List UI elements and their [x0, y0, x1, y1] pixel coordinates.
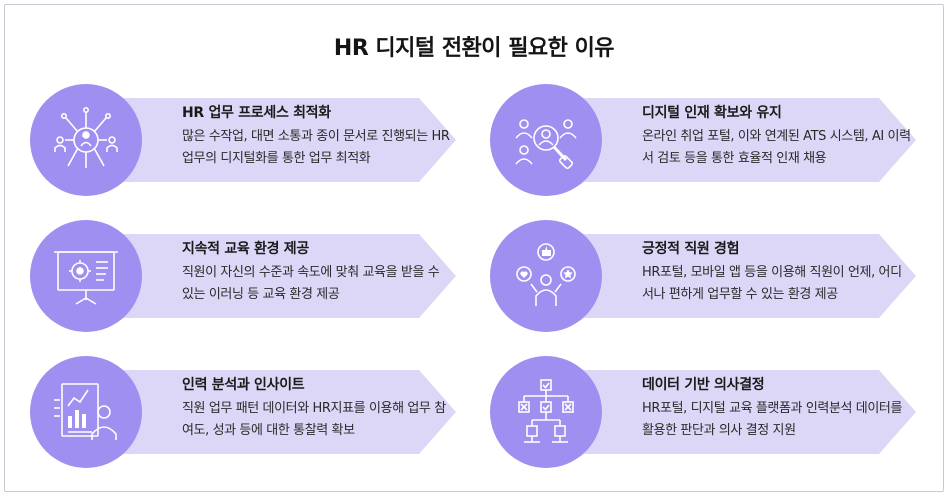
- card-icon-circle: [490, 220, 602, 332]
- card-icon-circle: [30, 220, 142, 332]
- card-icon-circle: [490, 84, 602, 196]
- card-icon-circle: [490, 356, 602, 468]
- card-band: [86, 234, 456, 318]
- card-heading: 데이터 기반 의사결정: [642, 377, 765, 393]
- card-workforce-analytics: 인력 분석과 인사이트 직원 업무 패턴 데이터와 HR지표를 이용해 업무 참…: [30, 356, 480, 468]
- network-people-icon: [54, 106, 118, 168]
- card-description: 온라인 취업 포털, 이와 연계된 ATS 시스템, AI 이력서 검토 등을 …: [642, 129, 911, 166]
- card-band: [546, 370, 916, 454]
- page-title: HR 디지털 전환이 필요한 이유: [333, 36, 615, 61]
- card-icon-circle: [30, 356, 142, 468]
- card-continuous-learning: 지속적 교육 환경 제공 직원이 자신의 수준과 속도에 맞춰 교육을 받을 수…: [30, 220, 480, 332]
- analytics-report-icon: [54, 383, 117, 440]
- presentation-board-icon: [54, 251, 118, 305]
- card-band: [86, 98, 456, 182]
- card-description: 직원이 자신의 수준과 속도에 맞춰 교육을 받을 수 있는 이러닝 등 교육 …: [182, 265, 440, 302]
- card-heading: 긍정적 직원 경험: [642, 241, 740, 257]
- talent-search-icon: [515, 119, 577, 170]
- card-heading: 인력 분석과 인사이트: [182, 377, 305, 393]
- card-heading: 디지털 인재 확보와 유지: [642, 105, 782, 121]
- happy-employee-icon: [516, 243, 576, 306]
- card-data-driven-decision: 데이터 기반 의사결정 HR포털, 디지털 교육 플랫폼과 인력분석 데이터를 …: [490, 356, 940, 468]
- card-process-optimization: HR 업무 프로세스 최적화 많은 수작업, 대면 소통과 종이 문서로 진행되…: [30, 84, 480, 196]
- card-talent-acquisition: 디지털 인재 확보와 유지 온라인 취업 포털, 이와 연계된 ATS 시스템,…: [490, 84, 940, 196]
- decision-flow-icon: [518, 379, 574, 443]
- card-description: HR포털, 디지털 교육 플랫폼과 인력분석 데이터를 활용한 판단과 의사 결…: [642, 401, 903, 438]
- card-description: 직원 업무 패턴 데이터와 HR지표를 이용해 업무 참여도, 성과 등에 대한…: [182, 401, 446, 438]
- card-description: HR포털, 모바일 앱 등을 이용해 직원이 언제, 어디서나 편하게 업무할 …: [642, 265, 902, 302]
- card-employee-experience: 긍정적 직원 경험 HR포털, 모바일 앱 등을 이용해 직원이 언제, 어디서…: [490, 220, 940, 332]
- card-heading: 지속적 교육 환경 제공: [182, 241, 309, 257]
- card-description: 많은 수작업, 대면 소통과 종이 문서로 진행되는 HR업무의 디지털화를 통…: [182, 129, 450, 166]
- card-heading: HR 업무 프로세스 최적화: [182, 105, 331, 121]
- card-icon-circle: [30, 84, 142, 196]
- card-band: [86, 370, 456, 454]
- card-band: [546, 98, 916, 182]
- card-band: [546, 234, 916, 318]
